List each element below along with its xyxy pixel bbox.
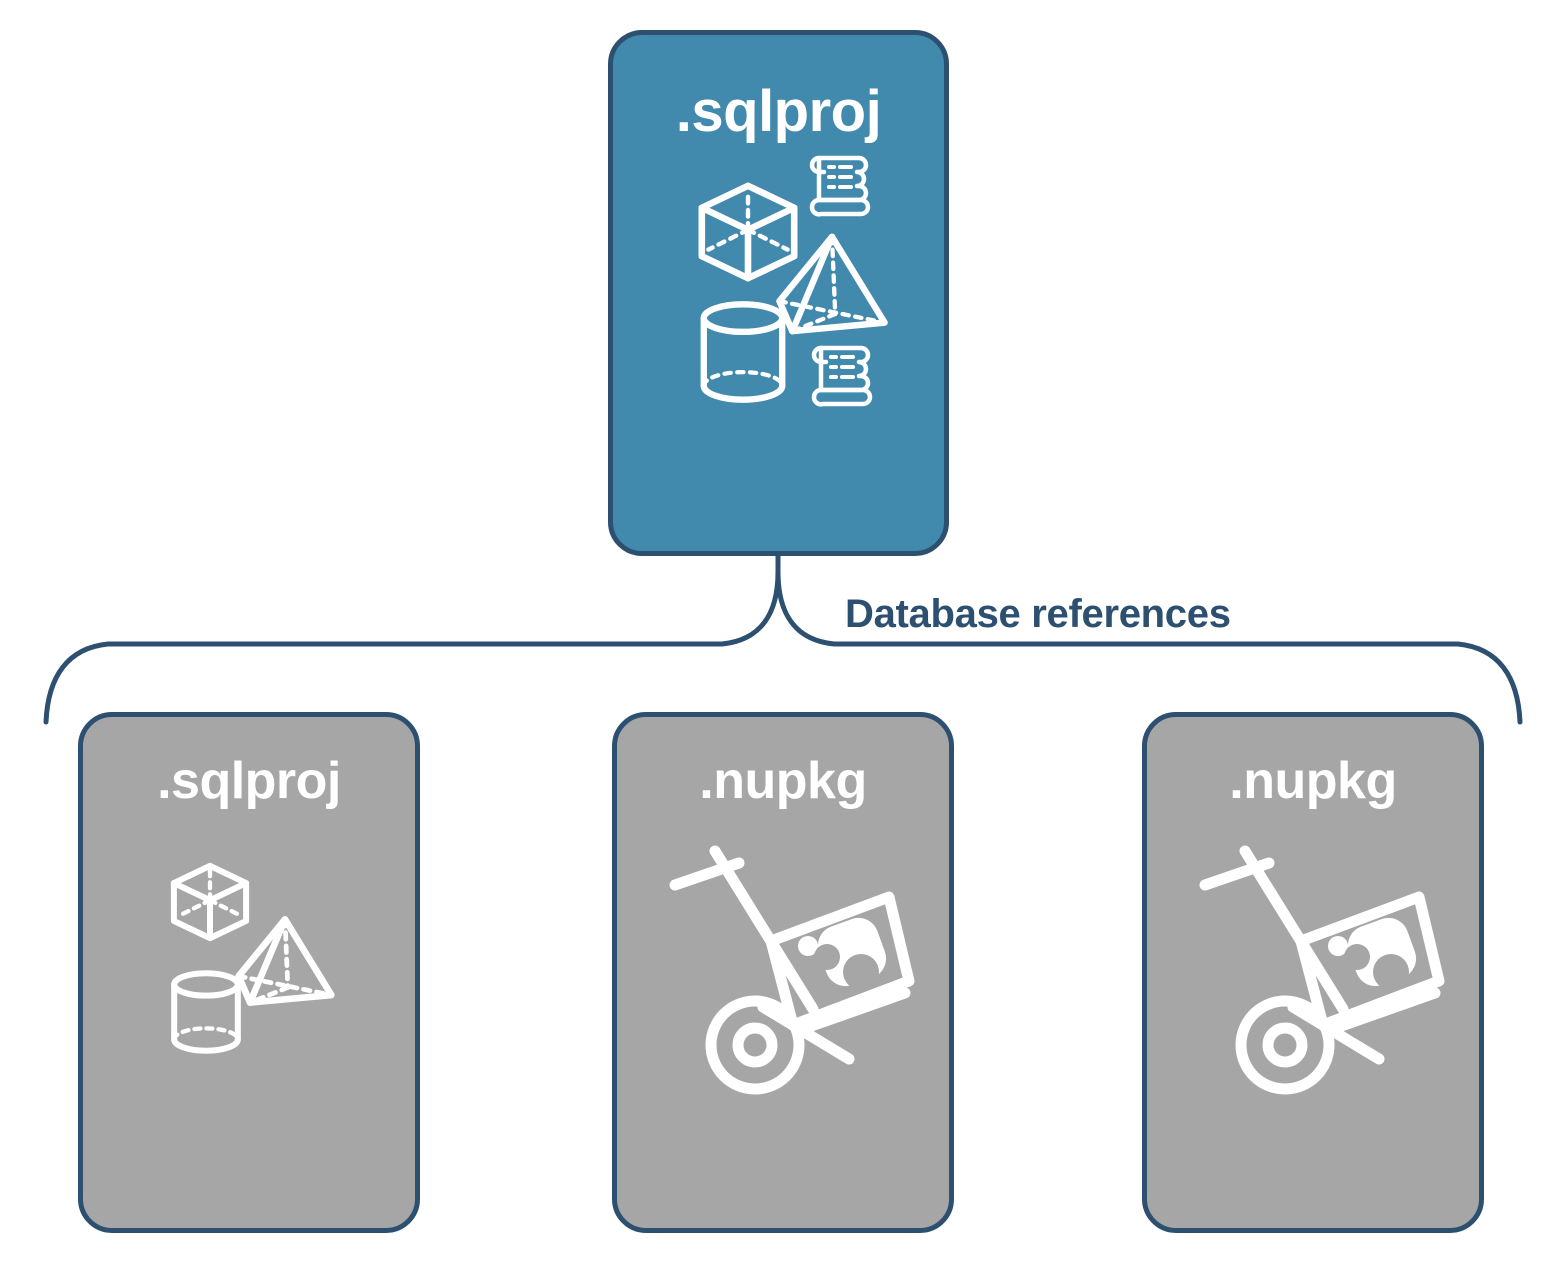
hand-truck-package-icon: [1199, 845, 1445, 1095]
scroll-icon: [811, 345, 873, 407]
node-root-label: .sqlproj: [675, 79, 882, 144]
node-child-label: .nupkg: [699, 752, 867, 810]
scroll-icon: [809, 155, 871, 217]
node-root-sqlproj[interactable]: .sqlproj: [608, 30, 949, 556]
node-child-icon-area: [617, 807, 949, 1228]
node-child-nupkg-2[interactable]: .nupkg: [1142, 712, 1484, 1233]
node-child-sqlproj[interactable]: .sqlproj: [78, 712, 420, 1233]
connector-label: Database references: [845, 592, 1231, 636]
node-child-nupkg-1[interactable]: .nupkg: [612, 712, 954, 1233]
cube-icon: [170, 862, 250, 942]
hand-truck-package-icon: [669, 845, 915, 1095]
cube-icon: [698, 182, 798, 282]
node-child-icon-area: [83, 807, 415, 1228]
node-root-icon-area: [613, 141, 944, 551]
cylinder-icon: [171, 970, 241, 1054]
pyramid-icon: [776, 233, 888, 335]
pyramid-icon: [235, 916, 335, 1006]
node-child-label: .sqlproj: [157, 752, 341, 810]
node-child-label: .nupkg: [1229, 752, 1397, 810]
cylinder-icon: [700, 301, 786, 403]
node-child-icon-area: [1147, 807, 1479, 1228]
